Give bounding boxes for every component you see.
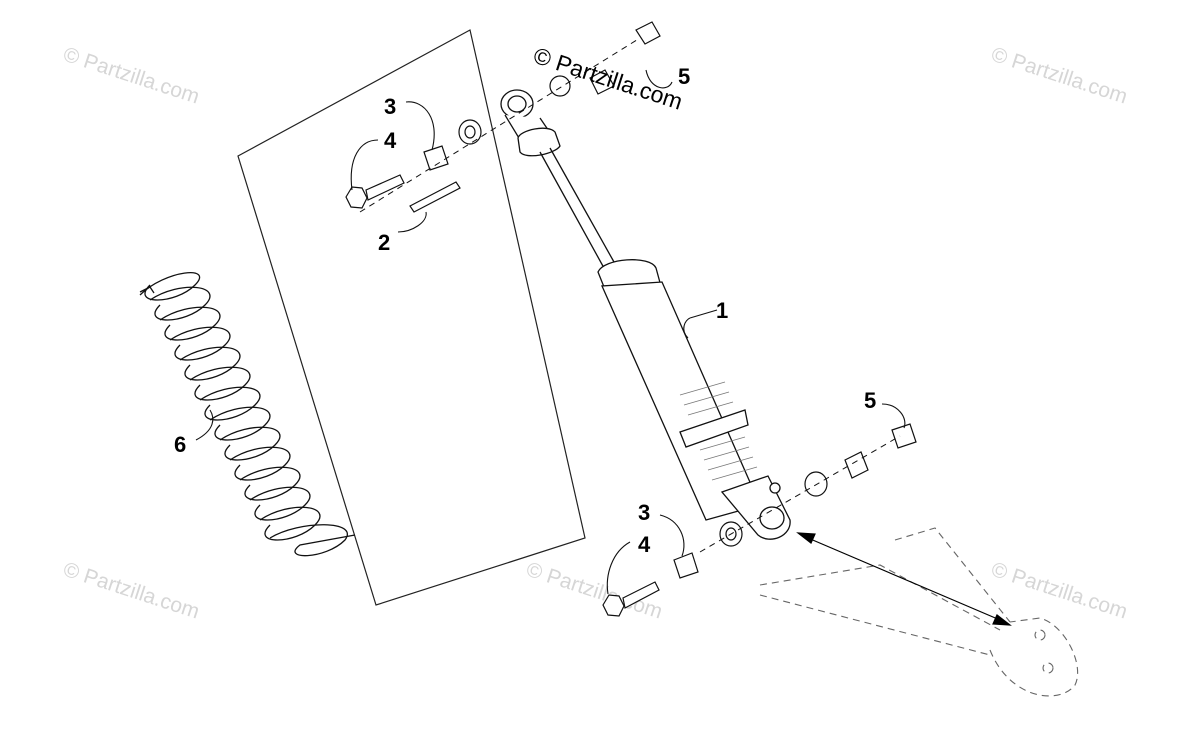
a-arm-reference bbox=[759, 527, 1079, 697]
callout-4-bottom: 4 bbox=[638, 532, 651, 557]
mount-arrow bbox=[796, 532, 1012, 626]
callout-5-bottom: 5 bbox=[864, 388, 876, 413]
callout-5-top: 5 bbox=[678, 64, 690, 89]
callout-3-top: 3 bbox=[384, 94, 396, 119]
shock-absorber bbox=[500, 89, 791, 540]
top-hardware bbox=[345, 21, 661, 213]
callout-3-bottom: 3 bbox=[638, 500, 650, 525]
watermark: © Partzilla.com bbox=[988, 43, 1130, 109]
callout-4-top: 4 bbox=[384, 128, 397, 153]
spring-group-box bbox=[237, 29, 586, 606]
watermarks: © Partzilla.com © Partzilla.com © Partzi… bbox=[60, 43, 1130, 624]
watermark: © Partzilla.com bbox=[60, 43, 202, 109]
watermark: © Partzilla.com bbox=[988, 558, 1130, 624]
callout-2: 2 bbox=[378, 230, 390, 255]
watermark: © Partzilla.com bbox=[60, 558, 202, 624]
callouts: 1 2 3 4 5 6 3 4 5 bbox=[174, 64, 876, 557]
callout-1: 1 bbox=[716, 298, 728, 323]
callout-6: 6 bbox=[174, 432, 186, 457]
bottom-hardware bbox=[602, 423, 917, 617]
coil-spring bbox=[139, 272, 356, 557]
leader-lines bbox=[195, 69, 906, 595]
